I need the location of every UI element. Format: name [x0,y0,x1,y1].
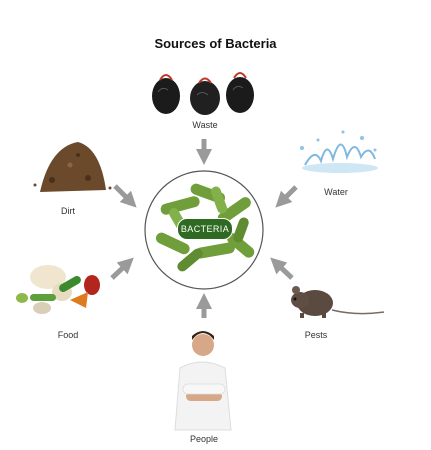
dirt-image [33,142,112,192]
label-waste: Waste [192,120,218,130]
label-pests: Pests [304,330,328,340]
diagram-title: Sources of Bacteria [154,36,277,51]
waste-image [152,72,254,115]
arrow-food [110,257,134,280]
arrow-pests [270,257,294,280]
pests-image [291,286,385,318]
people-image [174,331,232,431]
label-people: People [189,434,219,444]
label-dirt: Dirt [61,206,75,216]
food-image [16,265,100,314]
arrows [110,139,298,318]
water-image [300,130,378,173]
label-water: Water [324,187,348,197]
arrow-dirt [113,184,137,208]
bacteria-label: BACTERIA [177,218,233,240]
label-food: Food [57,330,79,340]
arrow-water [275,185,298,208]
